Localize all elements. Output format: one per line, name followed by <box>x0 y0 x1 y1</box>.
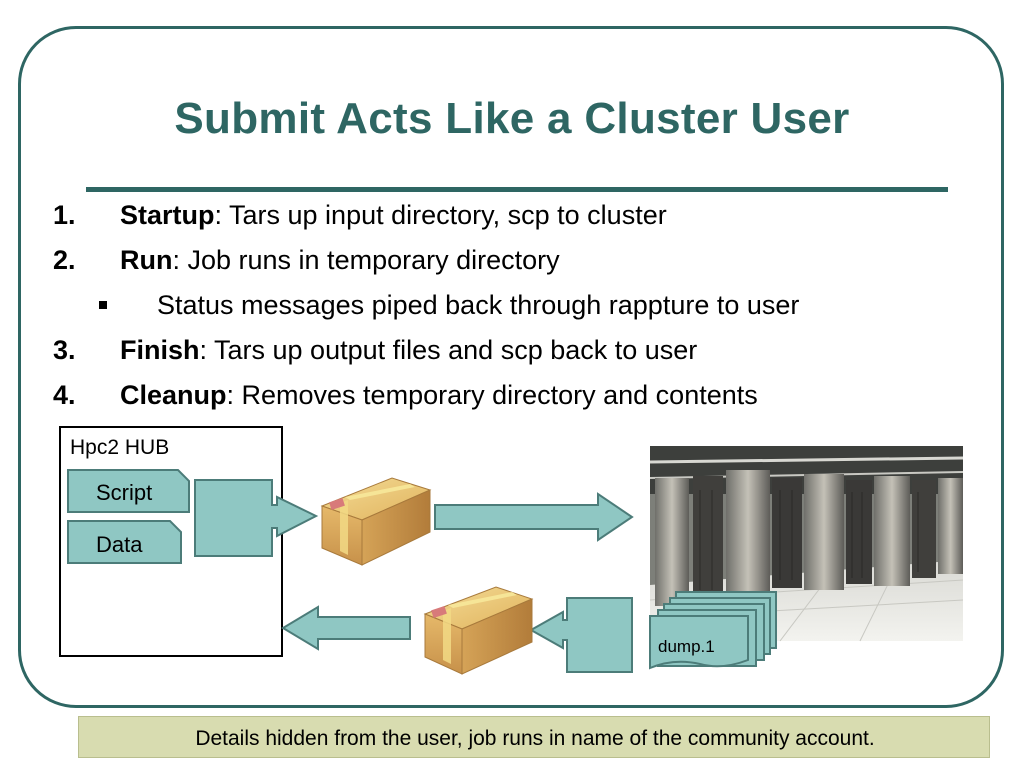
tarball-package-icon <box>320 477 432 566</box>
upload-arrow-icon <box>194 479 319 557</box>
download-arrow-icon <box>528 597 633 673</box>
step-number: 4. <box>53 380 76 410</box>
hub-label: Hpc2 HUB <box>70 436 170 459</box>
data-label: Data <box>96 532 143 557</box>
step-term: Finish <box>120 335 200 365</box>
slide-title: Submit Acts Like a Cluster User <box>174 94 850 143</box>
data-document-icon <box>67 520 182 564</box>
output-file-stack-icon <box>649 591 777 670</box>
step-description: : Job runs in temporary directory <box>172 245 560 275</box>
tarball-package-icon <box>423 586 534 675</box>
step-description: : Tars up input directory, scp to cluste… <box>214 200 667 230</box>
script-document-icon <box>67 469 190 513</box>
step-description: : Removes temporary directory and conten… <box>226 380 758 410</box>
script-label: Script <box>96 480 153 505</box>
step-description: : Tars up output files and scp back to u… <box>199 335 698 365</box>
sub-bullet-text: Status messages piped back through rappt… <box>157 290 800 320</box>
output-file-label: dump.1 <box>658 637 715 656</box>
step-number: 1. <box>53 200 76 230</box>
footer-note: Details hidden from the user, job runs i… <box>78 716 990 758</box>
return-to-hub-arrow-icon <box>281 605 411 651</box>
title-divider <box>86 187 948 192</box>
step-term: Startup <box>120 200 215 230</box>
cluster-photo <box>649 446 964 642</box>
step-number: 3. <box>53 335 76 365</box>
step-term: Cleanup <box>120 380 227 410</box>
step-number: 2. <box>53 245 76 275</box>
square-bullet-icon <box>99 301 107 309</box>
step-term: Run <box>120 245 173 275</box>
transfer-to-cluster-arrow-icon <box>434 492 634 542</box>
footer-text: Details hidden from the user, job runs i… <box>195 727 875 750</box>
